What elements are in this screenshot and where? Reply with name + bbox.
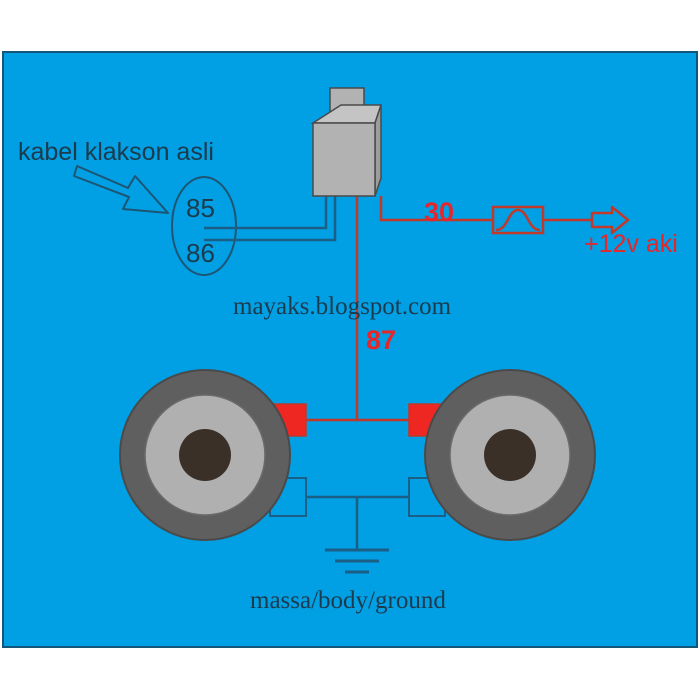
label-kabel-klakson-asli: kabel klakson asli (18, 138, 214, 166)
fuse-filament-icon (495, 208, 541, 232)
label-terminal-85: 85 (186, 193, 215, 223)
relay-front-face (312, 122, 376, 197)
watermark-text: mayaks.blogspot.com (233, 293, 452, 320)
left-horn[interactable] (119, 369, 307, 541)
relay-right-face (374, 104, 382, 197)
wire-terminal-86 (204, 196, 337, 242)
label-terminal-86: 86 (186, 238, 215, 268)
label-battery-positive: +12v aki (584, 230, 678, 258)
label-massa-body-ground: massa/body/ground (250, 587, 446, 614)
label-terminal-87: 87 (366, 325, 396, 355)
arrow-right-icon (590, 205, 630, 235)
wire-terminal-30 (379, 196, 493, 222)
wire-terminal-85 (204, 196, 328, 230)
relay-4-pin[interactable] (310, 87, 383, 197)
terminal-group-ellipse (171, 176, 237, 276)
right-horn[interactable] (408, 369, 596, 541)
left-horn-center-cap (179, 429, 231, 481)
label-terminal-30: 30 (424, 197, 454, 227)
pointer-arrow-icon (73, 165, 169, 214)
right-horn-center-cap (484, 429, 536, 481)
